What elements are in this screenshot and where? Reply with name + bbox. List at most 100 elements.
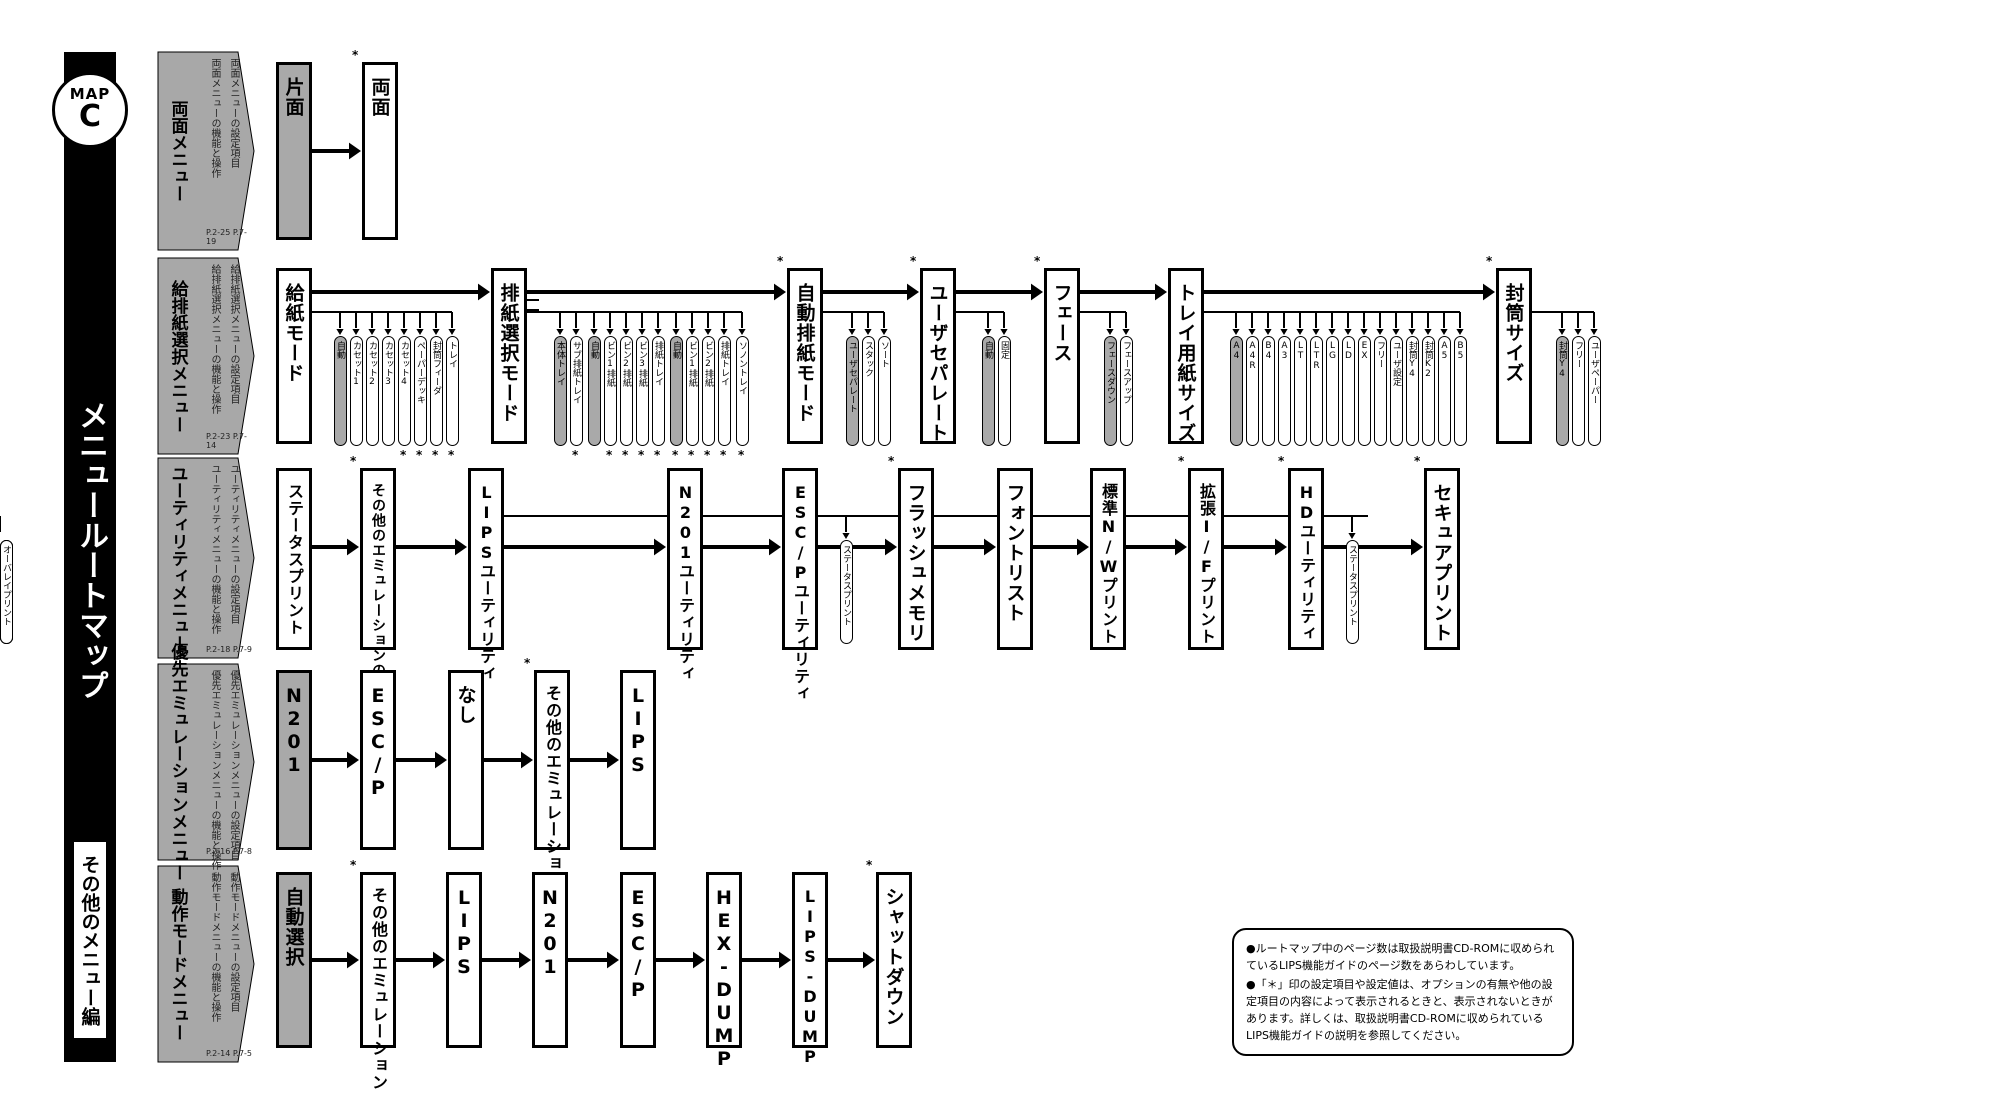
- asterisk-mark: *: [672, 448, 679, 462]
- leaf-option: A3: [1278, 336, 1291, 446]
- menu-node: 封筒サイズ: [1496, 268, 1532, 444]
- leaf-option: フリー: [1572, 336, 1585, 446]
- menu-node: ESC/P: [620, 872, 656, 1048]
- asterisk-mark: *: [350, 454, 357, 468]
- leaf-option: ビン3排紙: [636, 336, 649, 446]
- leaf-option: カセット2: [366, 336, 379, 446]
- section-label: 両面メニュー: [167, 100, 188, 202]
- section-tab: [157, 457, 255, 659]
- leaf-option: 本体トレイ: [554, 336, 567, 446]
- asterisk-mark: *: [524, 656, 531, 670]
- section-utility: ユーティリティメニュー ユーティリティメニューの設定項目ユーティリティメニューの…: [158, 458, 253, 658]
- asterisk-mark: *: [622, 448, 629, 462]
- leaf-option: LD: [1342, 336, 1355, 446]
- leaf-option: LTR: [1310, 336, 1323, 446]
- leaf-option: ユーザ設定: [1390, 336, 1403, 446]
- menu-node: 排紙選択モード: [491, 268, 527, 444]
- leaf-option: カセット4: [398, 336, 411, 446]
- asterisk-mark: *: [448, 448, 455, 462]
- menu-node: LIPS: [620, 670, 656, 850]
- leaf-option: A4R: [1246, 336, 1259, 446]
- menu-node: 両面: [362, 62, 398, 240]
- note-2: ●「＊」印の設定項目や設定値は、オプションの有無や他の設定項目の内容によって表示…: [1246, 978, 1553, 1042]
- leaf-option: 自動: [982, 336, 995, 446]
- asterisk-mark: *: [866, 858, 873, 872]
- leaf-option: A4: [1230, 336, 1243, 446]
- menu-node: トレイ用紙サイズ: [1168, 268, 1204, 444]
- page-title: メニュールートマップ: [73, 400, 108, 700]
- asterisk-mark: *: [738, 448, 745, 462]
- asterisk-mark: *: [1034, 254, 1041, 268]
- menu-node: HEX-DUMP: [706, 872, 742, 1071]
- leaf-option: カセット1: [350, 336, 363, 446]
- asterisk-mark: *: [400, 448, 407, 462]
- leaf-option: 封筒Y4: [1406, 336, 1419, 446]
- section-subtitles: 動作モードメニューの設定項目動作モードメニューの機能と操作: [209, 872, 239, 1022]
- map-badge-top: MAP: [69, 85, 111, 103]
- asterisk-mark: *: [350, 858, 357, 872]
- leaf-option: ビン1排紙: [686, 336, 699, 446]
- asterisk-mark: *: [1278, 454, 1285, 468]
- section-duplex: 両面メニュー 両面メニューの設定項目両面メニューの機能と操作 P.2-25 P.…: [158, 52, 252, 250]
- menu-node: ESC/Pユーティリティ: [782, 468, 818, 702]
- section-pages: P.2-18 P.7-9: [206, 645, 253, 654]
- section-feed: 給排紙選択メニュー 給排紙選択メニューの設定項目給排紙選択メニューの機能と操作 …: [158, 258, 252, 454]
- leaf-option: 封筒フィーダ: [430, 336, 443, 446]
- leaf-option: オーバレイプリント: [0, 540, 13, 644]
- section-tab: [157, 51, 255, 251]
- menu-node: その他のエミュレーション: [534, 670, 570, 889]
- leaf-option: ソート: [878, 336, 891, 446]
- page-subtitle: その他のメニュー編: [72, 840, 108, 1040]
- menu-node: N201: [532, 872, 568, 1048]
- note-1: ●ルートマップ中のページ数は取扱説明書CD-ROMに収められているLIPS機能ガ…: [1246, 942, 1555, 972]
- leaf-option: 封筒K2: [1422, 336, 1435, 446]
- leaf-option: A5: [1438, 336, 1451, 446]
- section-subtitles: 優先エミュレーションメニューの設定項目優先エミュレーションメニューの機能と操作: [209, 670, 239, 870]
- leaf-option: フェースダウン: [1104, 336, 1117, 446]
- leaf-option: ユーザセパレート: [846, 336, 859, 446]
- menu-node: LIPS: [446, 872, 482, 1048]
- menu-node: 片面: [276, 62, 312, 240]
- menu-node: ESC/P: [360, 670, 396, 850]
- leaf-option: ステータスプリント: [1346, 540, 1359, 644]
- leaf-option: B5: [1454, 336, 1467, 446]
- asterisk-mark: *: [606, 448, 613, 462]
- menu-node: 自動排紙モード: [787, 268, 823, 444]
- asterisk-mark: *: [1486, 254, 1493, 268]
- menu-node: HDユーティリティ: [1288, 468, 1324, 650]
- section-label: 給排紙選択メニュー: [167, 279, 188, 433]
- leaf-option: 封筒Y4: [1556, 336, 1569, 446]
- leaf-option: 自動: [334, 336, 347, 446]
- leaf-option: ステータスプリント: [840, 540, 853, 644]
- leaf-option: EX: [1358, 336, 1371, 446]
- asterisk-mark: *: [704, 448, 711, 462]
- section-tab: [157, 865, 255, 1063]
- map-badge: MAP C: [52, 72, 128, 148]
- asterisk-mark: *: [1414, 454, 1421, 468]
- section-pages: P.2-23 P.7-14: [206, 432, 247, 450]
- section-mode: 動作モードメニュー 動作モードメニューの設定項目動作モードメニューの機能と操作 …: [158, 866, 253, 1062]
- section-pages: P.2-14 P.7-5: [206, 1049, 253, 1058]
- menu-node: フォントリスト: [997, 468, 1033, 650]
- menu-node: その他のエミュレーションのユーティリティ: [360, 468, 396, 783]
- section-subtitles: 給排紙選択メニューの設定項目給排紙選択メニューの機能と操作: [209, 264, 239, 414]
- asterisk-mark: *: [888, 454, 895, 468]
- menu-node: 自動選択: [276, 872, 312, 1048]
- menu-node: その他のエミュレーション: [360, 872, 396, 1091]
- leaf-option: スタック: [862, 336, 875, 446]
- leaf-option: ビン2排紙: [620, 336, 633, 446]
- section-tab: [157, 663, 255, 861]
- asterisk-mark: *: [720, 448, 727, 462]
- asterisk-mark: *: [416, 448, 423, 462]
- asterisk-mark: *: [352, 48, 359, 62]
- asterisk-mark: *: [777, 254, 784, 268]
- leaf-option: LG: [1326, 336, 1339, 446]
- menu-node: LIPSユーティリティ: [468, 468, 504, 682]
- asterisk-mark: *: [572, 448, 579, 462]
- leaf-option: 自動: [670, 336, 683, 446]
- menu-node: N201: [276, 670, 312, 850]
- section-label: 動作モードメニュー: [167, 887, 188, 1041]
- asterisk-mark: *: [432, 448, 439, 462]
- leaf-option: サブ排紙トレイ: [570, 336, 583, 446]
